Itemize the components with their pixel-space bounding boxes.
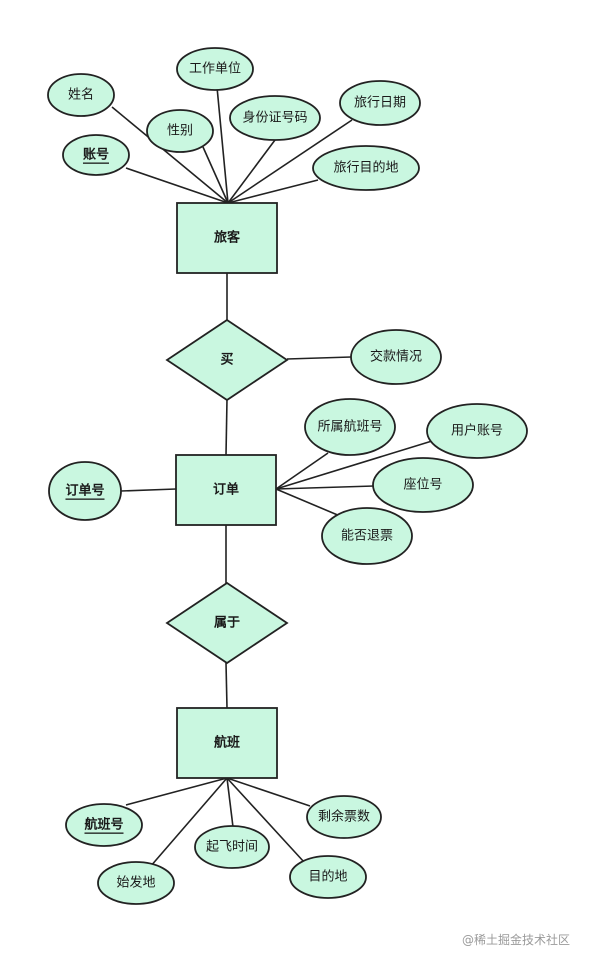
attr-flight-no-label: 航班号 xyxy=(84,817,123,833)
entity-order: 订单 xyxy=(175,454,277,526)
attr-destination: 旅行目的地 xyxy=(312,145,420,191)
edge-name xyxy=(111,106,229,204)
edge-account xyxy=(125,167,229,204)
edge-id-number xyxy=(227,139,276,204)
edge-flight-no-ref xyxy=(275,452,329,490)
attr-gender: 性别 xyxy=(146,109,214,153)
attr-dest: 目的地 xyxy=(289,855,367,899)
attr-travel-date-label: 旅行日期 xyxy=(354,96,406,111)
attr-departure-time: 起飞时间 xyxy=(194,825,270,869)
edge-gender xyxy=(202,146,229,204)
edge-buy-order xyxy=(225,398,228,456)
edge-order-no xyxy=(120,488,177,492)
attr-departure-time-label: 起飞时间 xyxy=(206,840,258,855)
edge-dest xyxy=(226,777,305,863)
edge-departure-time xyxy=(226,777,234,828)
attr-gender-label: 性别 xyxy=(167,124,193,139)
attr-name-label: 姓名 xyxy=(68,87,94,103)
edge-origin xyxy=(149,777,228,868)
edge-seat-no xyxy=(275,485,375,490)
entity-passenger-label: 旅客 xyxy=(214,230,241,246)
attr-flight-no: 航班号 xyxy=(65,803,143,847)
attr-dest-label: 目的地 xyxy=(308,869,347,885)
edge-refundable xyxy=(275,488,341,517)
edge-employer xyxy=(216,86,229,204)
attr-flight-no-ref-label: 所属航班号 xyxy=(317,419,382,435)
attr-order-no: 订单号 xyxy=(48,461,122,521)
attr-name: 姓名 xyxy=(47,73,115,117)
entity-passenger: 旅客 xyxy=(176,202,278,274)
attr-user-account: 用户账号 xyxy=(426,403,528,459)
watermark: @稀土掘金技术社区 xyxy=(462,932,570,947)
attr-employer: 工作单位 xyxy=(176,47,254,91)
edge-belongs-flight xyxy=(225,662,228,709)
attr-account-label: 账号 xyxy=(83,148,109,163)
attr-account: 账号 xyxy=(62,134,130,176)
attr-payment: 交款情况 xyxy=(350,329,442,385)
connectors xyxy=(111,86,433,868)
attr-origin-label: 始发地 xyxy=(116,875,155,891)
attr-user-account-label: 用户账号 xyxy=(451,423,503,439)
attr-refundable-label: 能否退票 xyxy=(341,529,393,544)
relationship-buy-label: 买 xyxy=(220,353,233,368)
attr-id-number-label: 身份证号码 xyxy=(242,110,307,126)
attr-travel-date: 旅行日期 xyxy=(339,80,421,126)
attr-seat-no-label: 座位号 xyxy=(403,478,442,493)
entity-flight-label: 航班 xyxy=(214,735,240,751)
attr-destination-label: 旅行目的地 xyxy=(333,160,398,176)
edge-flight-no xyxy=(125,777,228,806)
relationship-belongs: 属于 xyxy=(165,581,289,665)
entity-flight: 航班 xyxy=(176,707,278,779)
edge-user-account xyxy=(275,440,433,490)
attr-employer-label: 工作单位 xyxy=(189,62,241,77)
edge-travel-date xyxy=(227,119,353,204)
entity-order-label: 订单 xyxy=(213,482,239,498)
attr-id-number: 身份证号码 xyxy=(229,95,321,141)
edge-destination xyxy=(227,179,319,204)
edge-buy-payment xyxy=(286,356,352,360)
attr-flight-no-ref: 所属航班号 xyxy=(304,398,396,456)
attr-refundable: 能否退票 xyxy=(321,507,413,565)
attr-remaining-tickets: 剩余票数 xyxy=(306,795,382,839)
edge-remaining xyxy=(226,777,311,807)
relationship-belongs-label: 属于 xyxy=(214,616,240,631)
attr-seat-no: 座位号 xyxy=(372,457,474,513)
relationship-buy: 买 xyxy=(165,318,289,402)
attr-origin: 始发地 xyxy=(97,861,175,905)
attr-payment-label: 交款情况 xyxy=(370,349,422,365)
attr-order-no-label: 订单号 xyxy=(65,483,104,499)
attr-remaining-tickets-label: 剩余票数 xyxy=(318,809,370,825)
